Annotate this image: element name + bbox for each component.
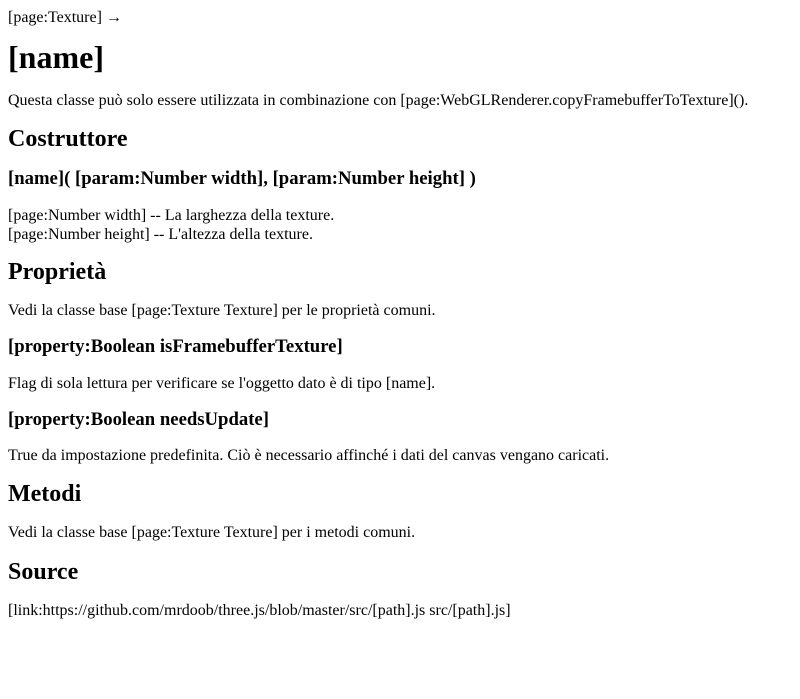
property-isframebuffertexture-desc: Flag di sola lettura per verificare se l… bbox=[8, 375, 436, 392]
breadcrumb[interactable]: [page:Texture] → bbox=[8, 9, 122, 26]
doc-page: [page:Texture] → [name] Questa classe pu… bbox=[8, 9, 792, 619]
source-heading: Source bbox=[8, 559, 79, 585]
constructor-params: [page:Number width] -- La larghezza dell… bbox=[8, 206, 792, 244]
properties-intro: Vedi la classe base [page:Texture Textur… bbox=[8, 302, 436, 319]
page-title: [name] bbox=[8, 39, 104, 75]
methods-intro: Vedi la classe base [page:Texture Textur… bbox=[8, 524, 416, 541]
properties-heading: Proprietà bbox=[8, 259, 107, 285]
source-link[interactable]: [link:https://github.com/mrdoob/three.js… bbox=[8, 602, 511, 619]
property-isframebuffertexture: [property:Boolean isFramebufferTexture] bbox=[8, 336, 343, 357]
property-needsupdate: [property:Boolean needsUpdate] bbox=[8, 409, 269, 430]
property-needsupdate-desc: True da impostazione predefinita. Ciò è … bbox=[8, 447, 610, 464]
constructor-heading: Costruttore bbox=[8, 126, 128, 152]
param-height-desc: [page:Number height] -- L'altezza della … bbox=[8, 226, 313, 243]
param-width-desc: [page:Number width] -- La larghezza dell… bbox=[8, 207, 335, 224]
methods-heading: Metodi bbox=[8, 481, 82, 507]
constructor-signature: [name]( [param:Number width], [param:Num… bbox=[8, 168, 476, 189]
intro-text: Questa classe può solo essere utilizzata… bbox=[8, 92, 749, 109]
